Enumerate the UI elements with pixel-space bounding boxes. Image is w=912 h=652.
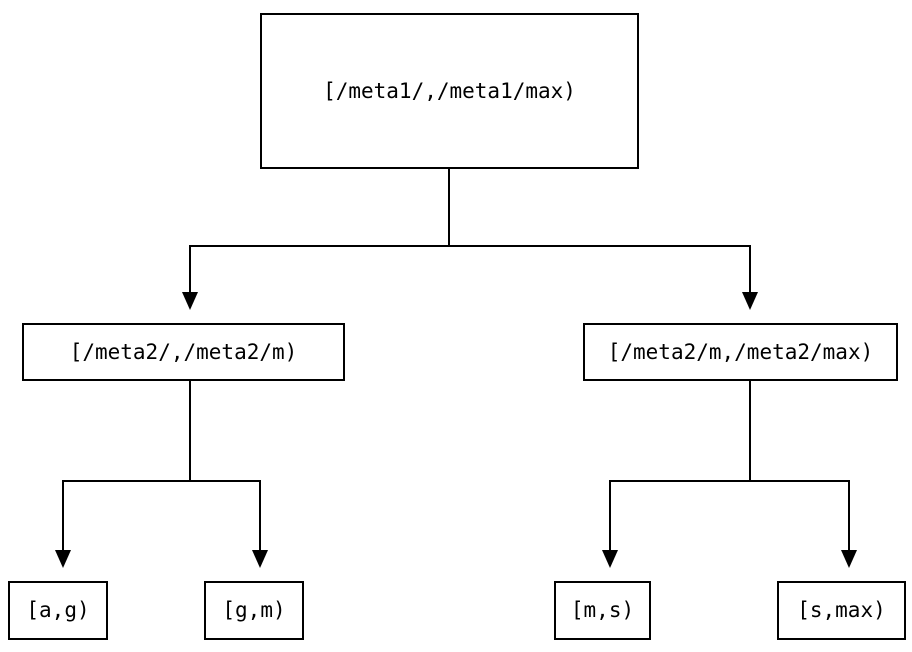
node-root-label: [/meta1/,/meta1/max) — [323, 78, 576, 103]
node-meta2-left-label: [/meta2/,/meta2/m) — [69, 339, 298, 364]
arrowhead-left-mid — [182, 292, 198, 310]
connector-root-branch — [189, 169, 751, 293]
connector-right-branch — [609, 381, 850, 551]
node-leaf-ms: [m,s) — [554, 581, 651, 640]
node-leaf-smax-label: [s,max) — [797, 598, 886, 622]
node-leaf-smax: [s,max) — [777, 581, 906, 640]
node-leaf-gm: [g,m) — [204, 581, 304, 640]
node-root: [/meta1/,/meta1/max) — [260, 13, 639, 169]
node-meta2-left: [/meta2/,/meta2/m) — [22, 323, 345, 381]
arrowhead-right-mid — [742, 292, 758, 310]
node-leaf-ag: [a,g) — [8, 581, 108, 640]
node-leaf-gm-label: [g,m) — [222, 598, 286, 622]
node-meta2-right-label: [/meta2/m,/meta2/max) — [607, 339, 874, 364]
node-leaf-ms-label: [m,s) — [570, 598, 635, 622]
node-meta2-right: [/meta2/m,/meta2/max) — [583, 323, 898, 381]
connector-left-branch — [62, 381, 261, 551]
node-leaf-ag-label: [a,g) — [26, 598, 90, 622]
arrowhead-leaf-ag — [55, 550, 71, 568]
arrowhead-leaf-gm — [252, 550, 268, 568]
arrowhead-leaf-ms — [602, 550, 618, 568]
arrowhead-leaf-smax — [841, 550, 857, 568]
